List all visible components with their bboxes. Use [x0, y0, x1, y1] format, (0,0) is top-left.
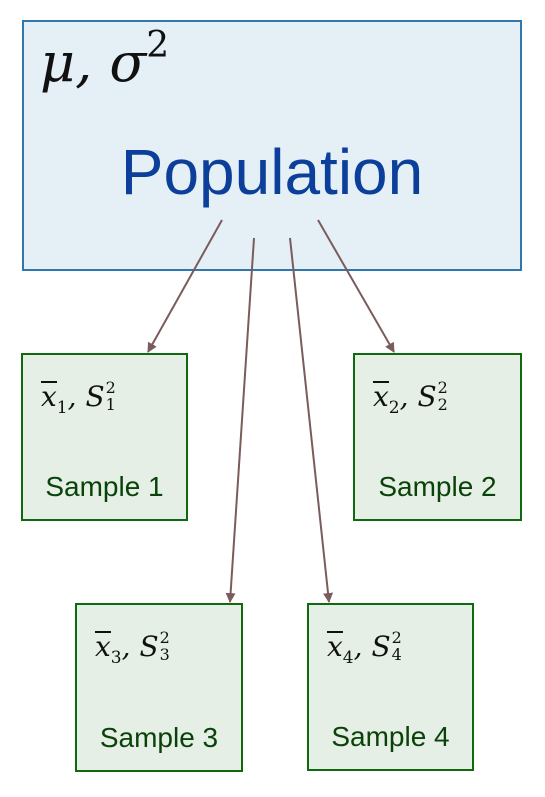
sample-mean-subscript: 3 — [110, 648, 122, 668]
sample-mean-symbol: x — [327, 630, 343, 663]
sample-label-2: Sample 2 — [378, 471, 497, 502]
sample-variance-symbol: S — [417, 380, 437, 413]
sample-label-4: Sample 4 — [331, 721, 450, 752]
population-parameters: μ, σ2 — [40, 28, 169, 90]
arrow-to-sample-1 — [147, 219, 223, 353]
sample-variance-superscript: 2 — [159, 627, 170, 647]
population-params-exponent: 2 — [146, 25, 170, 66]
sample-mean-subscript: 2 — [388, 398, 400, 418]
arrow-to-sample-4 — [289, 237, 334, 603]
population-box: μ, σ2 Population — [22, 20, 522, 271]
sample-label-3: Sample 3 — [99, 722, 219, 753]
sample-variance-subscript: 1 — [105, 394, 116, 414]
sample-mean-symbol: x — [95, 630, 111, 663]
sample-variance-symbol: S — [85, 380, 105, 413]
sample-variance-superscript: 2 — [391, 627, 402, 647]
sample-variance-subscript: 3 — [159, 644, 170, 664]
sample-variance-subscript: 2 — [437, 394, 448, 414]
sample-variance-superscript: 2 — [105, 377, 116, 397]
arrow-to-sample-2 — [317, 219, 395, 353]
sample-variance-superscript: 2 — [437, 377, 448, 397]
sample-variance-subscript: 4 — [391, 644, 402, 664]
sample-mean-symbol: x — [41, 380, 57, 413]
sample-variance-symbol: S — [371, 630, 391, 663]
sample-mean-subscript: 4 — [342, 648, 354, 668]
sample-label-1: Sample 1 — [45, 471, 164, 502]
sample-mean-subscript: 1 — [56, 398, 68, 418]
arrow-to-sample-3 — [225, 237, 255, 603]
population-params-text: μ, σ — [40, 31, 147, 94]
population-label: Population — [120, 136, 424, 208]
sample-variance-symbol: S — [139, 630, 159, 663]
sample-mean-symbol: x — [373, 380, 389, 413]
